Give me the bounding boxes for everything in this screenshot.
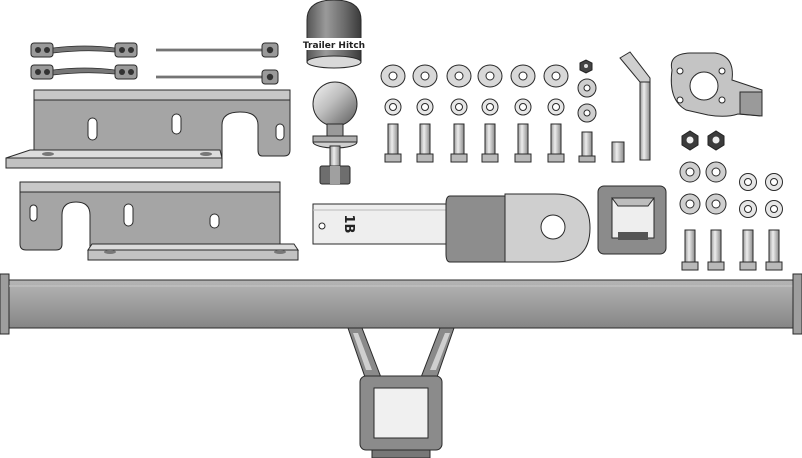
strap-left-bottom	[30, 64, 138, 80]
flat-washer	[412, 64, 438, 88]
flat-washer	[510, 64, 536, 88]
washer-column	[577, 78, 597, 163]
tow-ball-cover: Trailer Hitch	[303, 0, 365, 69]
flat-washer	[380, 64, 406, 88]
bolt-short	[416, 123, 434, 163]
receiver-tube	[359, 375, 443, 458]
bolts-row-long	[681, 229, 783, 271]
ball-mount: 1B	[312, 193, 591, 263]
bolt-short	[450, 123, 468, 163]
flat-washer	[705, 161, 727, 183]
lock-washer	[739, 200, 757, 218]
crossbar	[0, 273, 802, 335]
ball-cover-label: Trailer Hitch	[303, 41, 365, 51]
lock-washer	[450, 98, 468, 116]
washers-right	[679, 161, 783, 218]
receiver-arms	[347, 327, 455, 381]
lock-washer	[384, 98, 402, 116]
receiver-box	[597, 185, 667, 255]
hex-nuts-pair	[681, 130, 725, 151]
bolt-long	[739, 229, 757, 271]
hex-nut-small	[579, 59, 593, 74]
bolt-short	[384, 123, 402, 163]
flat-washer	[705, 193, 727, 215]
bolt-long	[765, 229, 783, 271]
washers-row-top	[380, 64, 569, 88]
mounting-bracket-lower	[19, 181, 299, 261]
lock-washer	[416, 98, 434, 116]
lock-washer	[739, 173, 757, 191]
bolt-long	[681, 229, 699, 271]
strap-left-top	[30, 42, 138, 58]
bolt-short	[547, 123, 565, 163]
tow-ball	[312, 81, 358, 185]
strap-right-bottom	[156, 69, 279, 85]
ball-mount-stamp: 1B	[341, 215, 356, 234]
strap-right-top	[156, 42, 279, 58]
lock-washer	[765, 173, 783, 191]
bolt-short	[514, 123, 532, 163]
lock-washer	[547, 98, 565, 116]
flat-washer	[477, 64, 503, 88]
bolts-row-short	[384, 123, 565, 163]
flat-washer	[679, 161, 701, 183]
hitch-pin	[611, 51, 651, 163]
lock-washer	[765, 200, 783, 218]
lock-washer	[481, 98, 499, 116]
socket-mounting-plate	[670, 52, 763, 117]
flat-washer	[446, 64, 472, 88]
flat-washer	[679, 193, 701, 215]
bolt-long	[707, 229, 725, 271]
lock-washers-row	[384, 98, 565, 116]
bolt-short	[481, 123, 499, 163]
mounting-bracket-upper	[5, 89, 291, 169]
flat-washer	[543, 64, 569, 88]
lock-washer	[514, 98, 532, 116]
